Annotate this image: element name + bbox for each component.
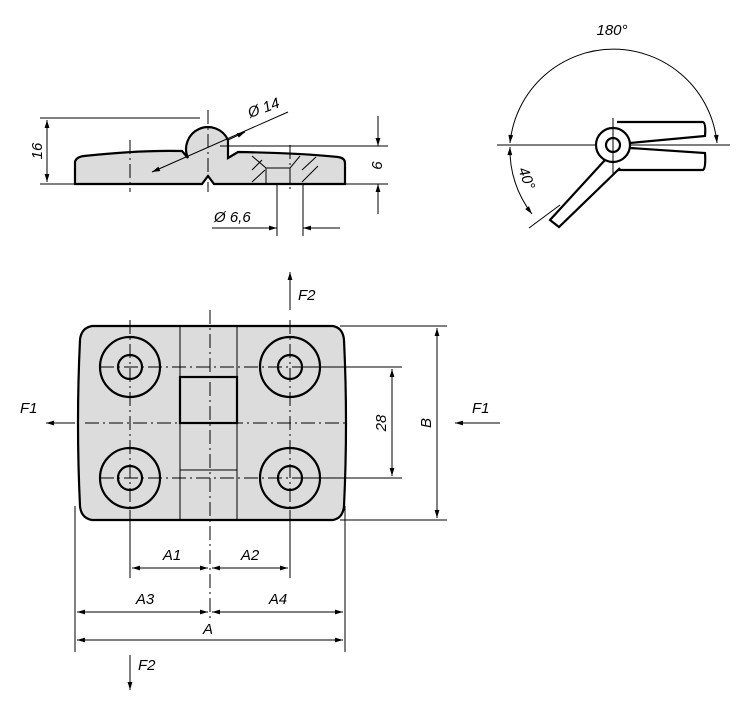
a4-dim: A4 bbox=[268, 591, 287, 608]
opening-angle-dim: 180° bbox=[596, 22, 627, 39]
top-view: F1 F1 F2 F2 28 B A1 A2 A3 A4 A bbox=[20, 272, 500, 690]
side-view: 16 Ø 14 9 Ø 6,6 bbox=[29, 95, 388, 236]
swing-view: 180° 40° bbox=[497, 22, 730, 229]
force-right-label: F1 bbox=[472, 400, 490, 417]
height-dim: B bbox=[418, 418, 435, 428]
knuckle-diameter-dim: Ø 14 bbox=[245, 95, 282, 122]
total-height-dim: 16 bbox=[29, 142, 46, 159]
a3-dim: A3 bbox=[135, 591, 155, 608]
back-angle-dim: 40° bbox=[514, 165, 538, 192]
force-top-label: F2 bbox=[298, 287, 316, 304]
a2-dim: A2 bbox=[240, 547, 260, 564]
hole-diameter-dim: Ø 6,6 bbox=[213, 209, 251, 226]
force-left-label: F1 bbox=[20, 400, 38, 417]
plate-height-dim: 9 bbox=[368, 161, 385, 170]
a1-dim: A1 bbox=[162, 547, 181, 564]
force-bottom-label: F2 bbox=[138, 657, 156, 674]
width-dim: A bbox=[202, 621, 213, 638]
hole-spacing-dim: 28 bbox=[373, 414, 390, 432]
